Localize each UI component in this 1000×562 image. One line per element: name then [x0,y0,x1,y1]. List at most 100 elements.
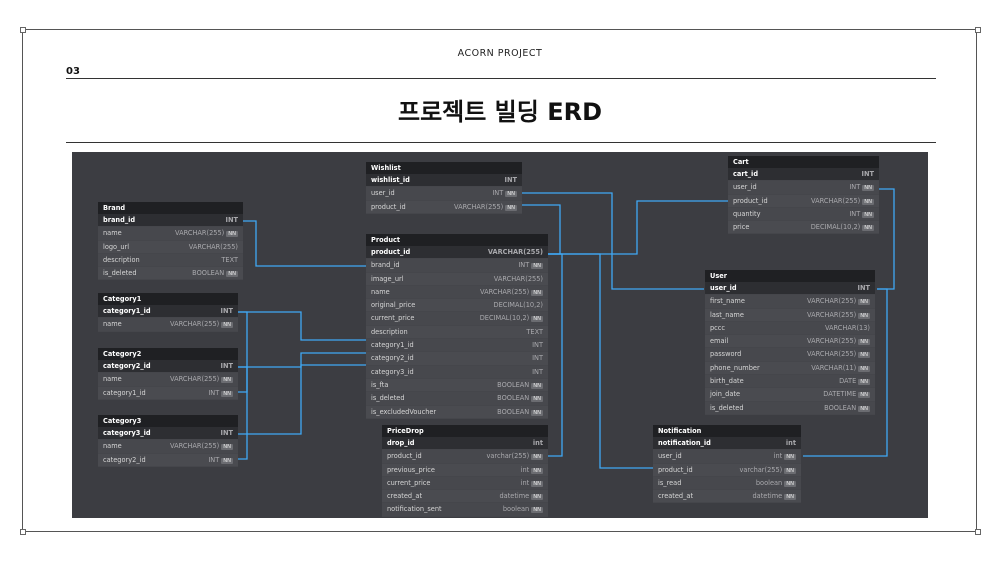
column-type-cell: INT [532,352,543,364]
table-header: Category3 [98,415,238,427]
column-type-cell: VARCHAR(255)NN [175,227,238,239]
not-null-badge: NN [858,392,870,399]
column-name: name [103,375,122,384]
column-type-cell: VARCHAR(11)NN [811,362,870,374]
rel-brand-product [243,220,368,267]
column-name: phone_number [710,363,760,372]
column-type-cell: varchar(255)NN [486,450,543,462]
not-null-badge: NN [531,316,543,323]
not-null-badge: NN [858,365,870,372]
top-divider [66,78,936,79]
not-null-badge: NN [858,299,870,306]
table-header: Category1 [98,293,238,305]
column-name: cart_id [733,170,759,178]
column-type: VARCHAR(255) [806,337,857,346]
column-type-cell: VARCHAR(255) [488,246,543,258]
not-null-badge: NN [221,457,233,464]
column-type: DECIMAL(10,2) [493,301,544,310]
not-null-badge: NN [862,198,874,205]
column-type-cell: VARCHAR(255) [189,241,238,253]
column-name: category3_id [371,367,414,376]
not-null-badge: NN [784,454,796,461]
not-null-badge: NN [858,379,870,386]
column-name: email [710,337,729,346]
column-type: INT [208,455,220,464]
column-name: brand_id [103,216,136,224]
column-name: is_fta [371,380,389,389]
column-name: user_id [371,189,395,198]
rel-product-notification [548,253,653,469]
column-name: category3_id [103,429,151,437]
column-type: INT [857,284,870,292]
primary-key-row: wishlist_id INT [366,174,522,188]
rel-category1-category2 [238,311,248,393]
column-name: first_name [710,297,745,306]
column-name: category1_id [371,341,414,350]
column-type: INT [532,367,543,376]
column-name: category1_id [103,307,151,315]
column-name: wishlist_id [371,176,410,184]
column-name: current_price [387,478,431,487]
not-null-badge: NN [784,467,796,474]
column-name: product_id [371,202,406,211]
not-null-badge: NN [531,467,543,474]
not-null-badge: NN [531,454,543,461]
not-null-badge: NN [221,390,233,397]
not-null-badge: NN [221,377,233,384]
table-header: Category2 [98,348,238,360]
column-type-cell: VARCHAR(255)NN [807,348,870,360]
not-null-badge: NN [862,185,874,192]
column-type-cell: DECIMAL(10,2)NN [480,312,543,324]
column-name: notification_sent [387,505,442,514]
column-type: boolean [502,505,530,514]
column-type-cell: INT [532,339,543,351]
column-name: category2_id [103,362,151,370]
column-type: int [532,439,543,447]
column-type: INT [225,216,238,224]
column-type: DECIMAL(10,2) [810,223,861,232]
column-type: VARCHAR(255) [188,242,238,251]
column-type: INT [504,176,517,184]
rel-category3-product [238,364,368,435]
column-name: is_deleted [710,403,744,412]
column-name: logo_url [103,242,130,251]
not-null-badge: NN [531,494,543,501]
not-null-badge: NN [858,405,870,412]
not-null-badge: NN [505,204,517,211]
rel-category2-category3 [238,366,248,460]
column-type-cell: INT [221,305,233,317]
not-null-badge: NN [784,494,796,501]
